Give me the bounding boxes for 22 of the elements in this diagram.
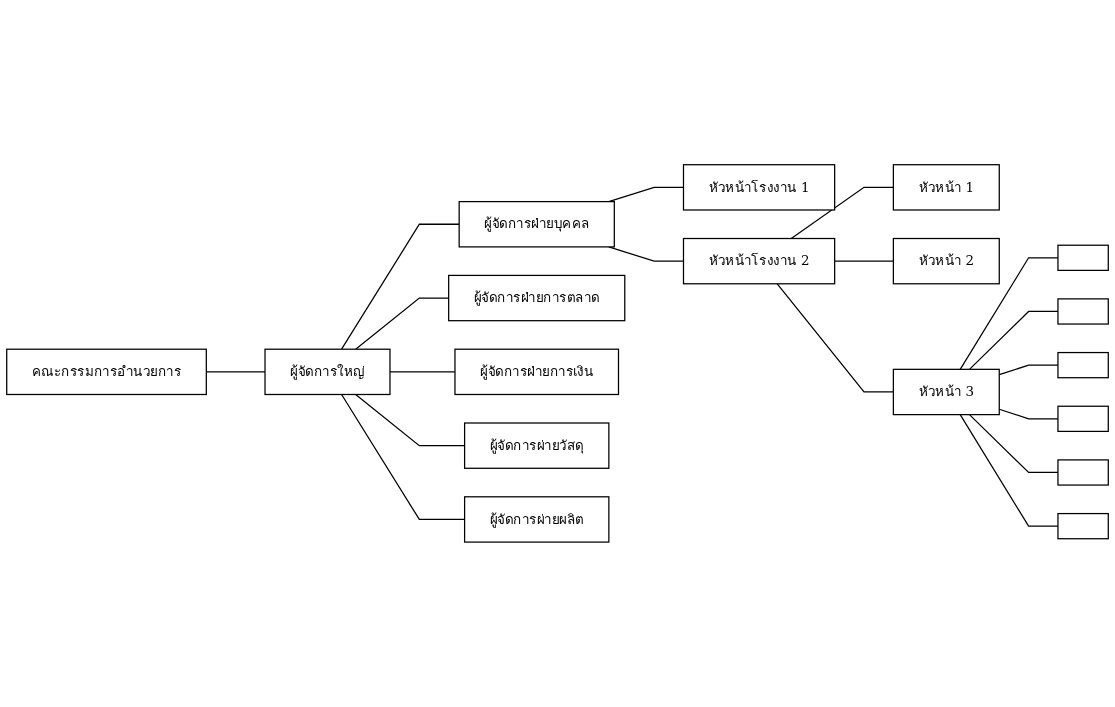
connector (776, 283, 894, 393)
node-box: หัวหน้า 3 (892, 368, 1000, 416)
node-box (1057, 244, 1109, 272)
node-box: ผู้จัดการใหญ่ (264, 348, 391, 396)
node-box: ผู้จัดการผ่ายวัสดุ (464, 422, 610, 469)
connector (340, 223, 460, 350)
node-box: หัวหน้าโรงงาน 2 (682, 237, 836, 285)
node-box: ผู้จัดการฝ่ายการตลาด (448, 274, 626, 322)
node-box (1057, 513, 1109, 540)
node-box (1057, 298, 1109, 325)
node-box: ผู้จัดการฝ่ายการเงิน (454, 348, 620, 396)
node-box (1057, 405, 1109, 433)
node-box (1057, 459, 1109, 486)
node-box: คณะกรรมการอำนวยการ (6, 348, 207, 396)
node-box (1057, 352, 1109, 379)
node-box: ผู้จัดการฝ่ายบุคคล (458, 201, 615, 248)
connector (834, 260, 894, 262)
node-box: หัวหน้า 2 (892, 237, 1000, 285)
node-box: หัวหน้าโรงงาน 1 (682, 164, 836, 211)
node-box: ผู้จัดการผ่ายผลิต (464, 496, 610, 543)
connector (790, 186, 894, 240)
node-box: หัวหน้า 1 (892, 164, 1000, 211)
